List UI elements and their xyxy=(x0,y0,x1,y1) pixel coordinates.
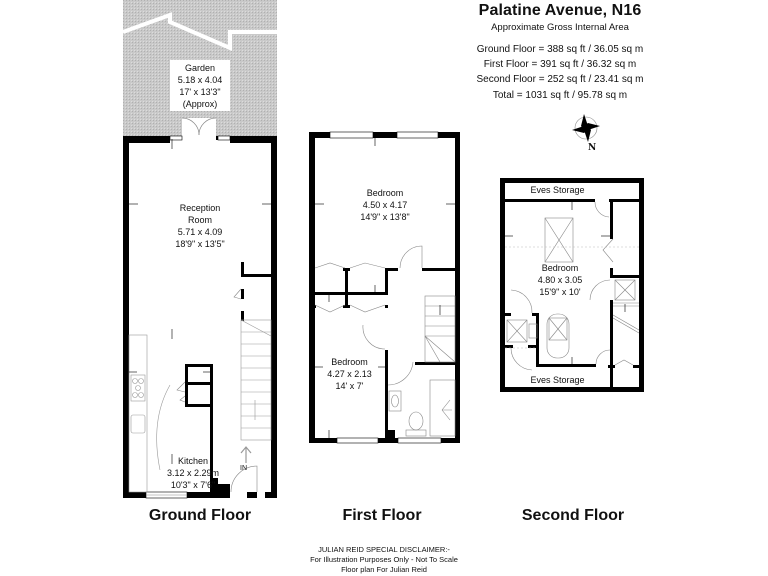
room-metric: 5.18 x 4.04 xyxy=(177,75,223,85)
room-name: Reception xyxy=(179,203,221,213)
room-metric: 3.12 x 2.29m xyxy=(166,468,220,478)
area-total: Total = 1031 sq ft / 95.78 sq m xyxy=(492,90,628,101)
floor-label-second: Second Floor xyxy=(521,507,625,524)
room-eves-storage-top: Eves Storage xyxy=(530,185,585,195)
first-floor-walls xyxy=(309,132,460,443)
room-imperial: 18'9" x 13'5" xyxy=(175,239,225,249)
area-subtitle: Approximate Gross Internal Area xyxy=(491,22,629,33)
floor-label-first: First Floor xyxy=(342,507,422,524)
room-name: Bedroom xyxy=(541,263,579,273)
ground-floor-staircase xyxy=(240,319,272,441)
room-eves-storage-bottom: Eves Storage xyxy=(530,375,585,385)
area-second-floor: Second Floor = 252 sq ft / 23.41 sq m xyxy=(476,74,644,85)
room-imperial: 15'9" x 10' xyxy=(539,287,581,297)
disclaimer-line-2: For Illustration Purposes Only - Not To … xyxy=(310,555,458,564)
room-metric: 5.71 x 4.09 xyxy=(177,227,223,237)
kitchen-units xyxy=(128,334,171,493)
disclaimer-line-3: Floor plan For Julian Reid xyxy=(341,565,427,574)
floor-label-ground: Ground Floor xyxy=(148,507,252,524)
room-name-line2: Room xyxy=(187,215,212,225)
entrance-arrow-icon xyxy=(240,446,252,463)
disclaimer: JULIAN REID SPECIAL DISCLAIMER:- For Ill… xyxy=(234,545,534,575)
compass-north-label: N xyxy=(588,143,597,153)
room-name: Garden xyxy=(184,63,216,73)
property-title: Palatine Avenue, N16 xyxy=(478,2,642,19)
room-name: Bedroom xyxy=(331,357,368,367)
second-floor-plan xyxy=(500,178,644,392)
room-metric: 4.27 x 2.13 xyxy=(327,369,372,379)
second-floor-walls xyxy=(500,178,644,392)
room-metric: 4.50 x 4.17 xyxy=(362,200,408,210)
room-bedroom-3: Bedroom 4.80 x 3.05 15'9" x 10' xyxy=(520,262,600,298)
room-bedroom-2: Bedroom 4.27 x 2.13 14' x 7' xyxy=(312,356,387,392)
disclaimer-line-1: JULIAN REID SPECIAL DISCLAIMER:- xyxy=(318,545,450,554)
room-imperial: 17' x 13'3" xyxy=(179,87,221,97)
room-reception: Reception Room 5.71 x 4.09 18'9" x 13'5" xyxy=(150,202,250,250)
room-note: (Approx) xyxy=(182,99,218,109)
ground-floor-walls xyxy=(123,136,277,498)
room-imperial: 14'9" x 13'8" xyxy=(360,212,410,222)
area-summary: Ground Floor = 388 sq ft / 36.05 sq m Fi… xyxy=(460,42,660,103)
room-garden: Garden 5.18 x 4.04 17' x 13'3" (Approx) xyxy=(170,62,230,110)
room-bedroom-1: Bedroom 4.50 x 4.17 14'9" x 13'8" xyxy=(335,187,435,223)
entrance-label: IN xyxy=(240,465,247,472)
room-name: Bedroom xyxy=(366,188,404,198)
area-first-floor: First Floor = 391 sq ft / 36.32 sq m xyxy=(483,59,637,70)
area-ground-floor: Ground Floor = 388 sq ft / 36.05 sq m xyxy=(476,44,644,55)
ground-floor-plan xyxy=(122,0,277,499)
room-name: Kitchen xyxy=(177,456,209,466)
room-imperial: 10'3" x 7'6" xyxy=(170,480,216,490)
first-floor-plan xyxy=(309,131,460,444)
room-metric: 4.80 x 3.05 xyxy=(537,275,583,285)
room-imperial: 14' x 7' xyxy=(335,381,364,391)
garden-area xyxy=(122,0,277,136)
room-kitchen: Kitchen 3.12 x 2.29m 10'3" x 7'6" xyxy=(148,455,238,491)
compass-rose-icon xyxy=(572,114,600,142)
